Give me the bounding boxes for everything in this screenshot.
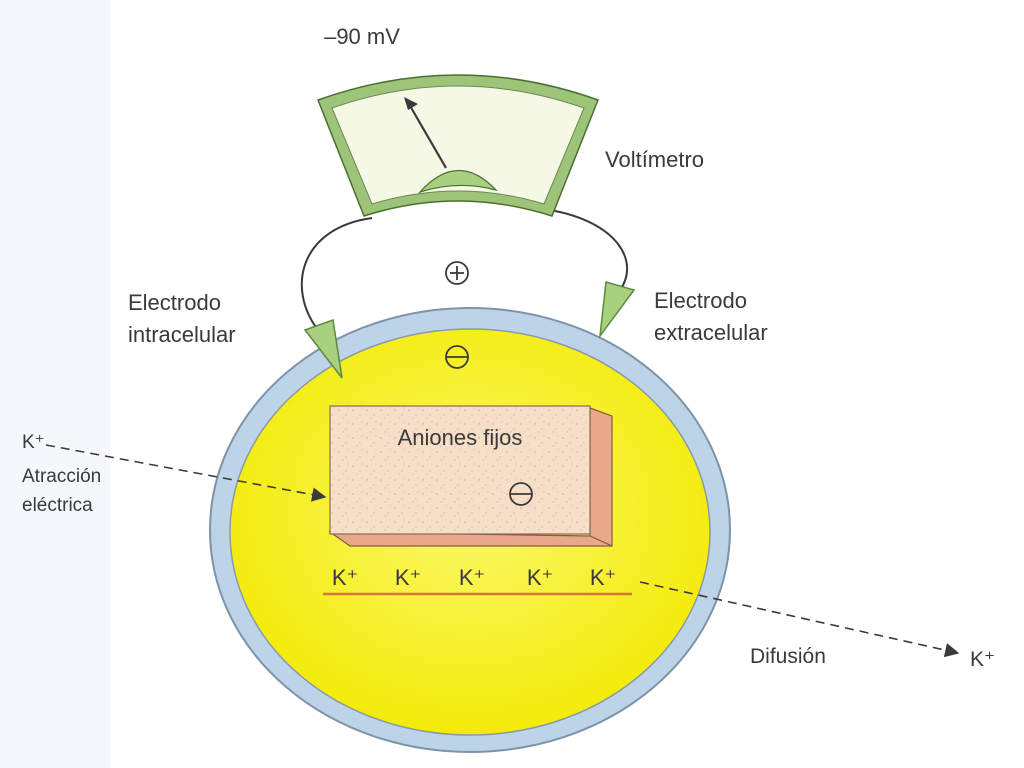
diffusion-ion: K⁺ — [970, 648, 995, 671]
voltmeter-pivot — [418, 169, 498, 194]
diffusion: Difusión K⁺ — [639, 581, 995, 671]
diffusion-label: Difusión — [750, 645, 826, 668]
attraction-label-line2: eléctrica — [22, 495, 93, 516]
extracellular-label-line1: Electrodo — [654, 288, 747, 313]
potassium-ion: K⁺ — [332, 565, 358, 590]
potassium-row: K⁺ K⁺ K⁺ K⁺ K⁺ — [323, 565, 632, 596]
diffusion-arrow — [639, 581, 960, 658]
intracellular-label-line1: Electrodo — [128, 290, 221, 315]
attraction-label-line1: Atracción — [22, 466, 101, 487]
extracellular-label-line2: extracelular — [654, 320, 768, 345]
voltmeter-face — [331, 85, 585, 205]
voltmeter-reading: –90 mV — [324, 24, 400, 49]
voltmeter-needle — [408, 103, 447, 169]
electrode-wires — [300, 209, 636, 379]
voltmeter-needle-tip — [404, 97, 418, 110]
attraction-ion: K⁺ — [22, 432, 45, 453]
wire-right — [549, 209, 629, 291]
anion-block: Aniones fijos — [328, 405, 613, 547]
electrode-extracellular-tip — [598, 281, 636, 339]
voltmeter: –90 mV Voltímetro — [317, 24, 704, 217]
attraction-arrow — [45, 444, 327, 502]
potassium-ion: K⁺ — [527, 565, 553, 590]
background-shade — [0, 0, 110, 768]
potassium-ion: K⁺ — [395, 565, 421, 590]
intracellular-label-line2: intracelular — [128, 322, 236, 347]
anion-block-bottom — [328, 531, 613, 547]
electrode-intracellular-tip — [303, 318, 343, 379]
wire-left — [300, 217, 373, 331]
potassium-ion: K⁺ — [459, 565, 485, 590]
attraction: K⁺ Atracción eléctrica — [22, 432, 327, 516]
anion-block-side — [589, 407, 613, 547]
potassium-ion: K⁺ — [590, 565, 616, 590]
anion-negative-charge-icon — [509, 482, 533, 506]
anion-block-face — [329, 405, 591, 535]
negative-charge-icon — [445, 345, 469, 369]
positive-charge-icon — [445, 261, 469, 285]
anion-block-label: Aniones fijos — [398, 425, 523, 450]
voltmeter-label: Voltímetro — [605, 147, 704, 172]
